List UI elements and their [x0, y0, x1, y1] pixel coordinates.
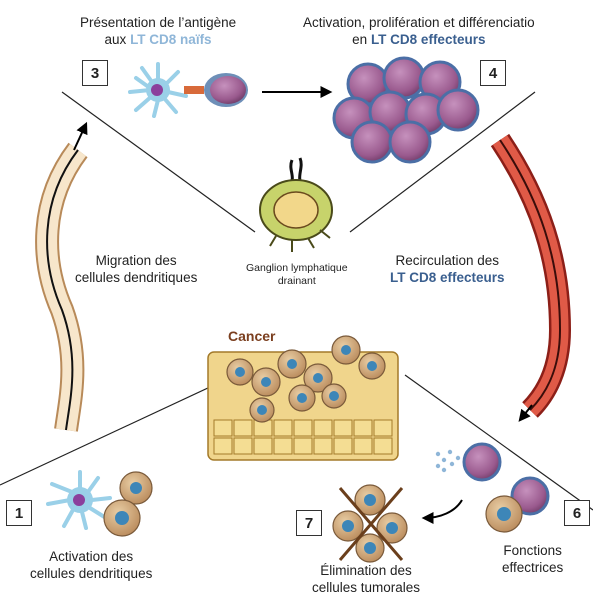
cross-mark-icon: [338, 487, 404, 561]
lymph-node-icon: [259, 157, 333, 252]
step3-badge: 3: [82, 60, 108, 86]
cytotoxic-granules-icon: [435, 449, 461, 473]
step7-caption: Élimination des cellules tumorales: [312, 562, 420, 596]
lymphatic-vessel: [35, 142, 88, 432]
step6-caption: Fonctions effectrices: [502, 542, 563, 576]
recirculation-caption: Recirculation des LT CD8 effecteurs: [390, 252, 505, 286]
step6-line2: effectrices: [502, 560, 564, 575]
step7-line2: cellules tumorales: [312, 580, 421, 595]
effector-t-cells-icon: [462, 442, 550, 516]
blood-flow-arrow-icon: [518, 404, 533, 422]
step4-line2: en LT CD8 effecteurs: [352, 32, 486, 47]
blood-vessel: [490, 133, 572, 418]
recirculation-line2: LT CD8 effecteurs: [390, 270, 505, 285]
target-tumor-cell-icon: [485, 495, 523, 533]
naive-cd8-label: LT CD8 naïfs: [130, 32, 212, 47]
naive-t-cell-icon: [184, 73, 248, 107]
step6-badge: 6: [564, 500, 590, 526]
step3-line1: Présentation de l’antigène: [80, 15, 237, 30]
activated-dendritic-cell-icon: [46, 470, 112, 530]
step4-line1: Activation, prolifération et différencia…: [303, 15, 535, 30]
lymph-node-line2: drainant: [277, 275, 316, 287]
step1-line1: Activation des: [49, 549, 134, 564]
cancer-label: Cancer: [228, 328, 276, 344]
migration-line1: Migration des: [95, 253, 177, 268]
dead-tumor-cells-icon: [332, 484, 408, 563]
tumor-tissue: [207, 335, 399, 461]
step4-caption: Activation, prolifération et différencia…: [303, 14, 535, 48]
lymph-node-caption: Ganglion lymphatique drainant: [246, 262, 348, 288]
recirculation-line1: Recirculation des: [395, 253, 500, 268]
dendritic-cell-icon: [128, 62, 188, 118]
effector-t-cell-cluster: [332, 56, 480, 164]
step4-badge: 4: [480, 60, 506, 86]
lymph-node-line1: Ganglion lymphatique: [246, 262, 348, 274]
step7-line1: Élimination des: [320, 563, 412, 578]
migration-caption: Migration des cellules dendritiques: [75, 252, 197, 286]
step1-line2: cellules dendritiques: [30, 566, 153, 581]
step6-line1: Fonctions: [503, 543, 562, 558]
step3-caption: Présentation de l’antigène aux LT CD8 na…: [80, 14, 236, 48]
elimination-arrow-icon: [421, 499, 463, 524]
lymph-flow-arrow-icon: [73, 121, 88, 151]
tumor-cells-icon: [103, 471, 153, 537]
migration-line2: cellules dendritiques: [75, 270, 198, 285]
divider-lines: [0, 91, 593, 511]
step3-line2: aux LT CD8 naïfs: [104, 32, 212, 47]
effector-cd8-label: LT CD8 effecteurs: [370, 32, 486, 47]
step1-badge: 1: [6, 500, 32, 526]
step1-caption: Activation des cellules dendritiques: [30, 548, 152, 582]
step7-badge: 7: [296, 510, 322, 536]
